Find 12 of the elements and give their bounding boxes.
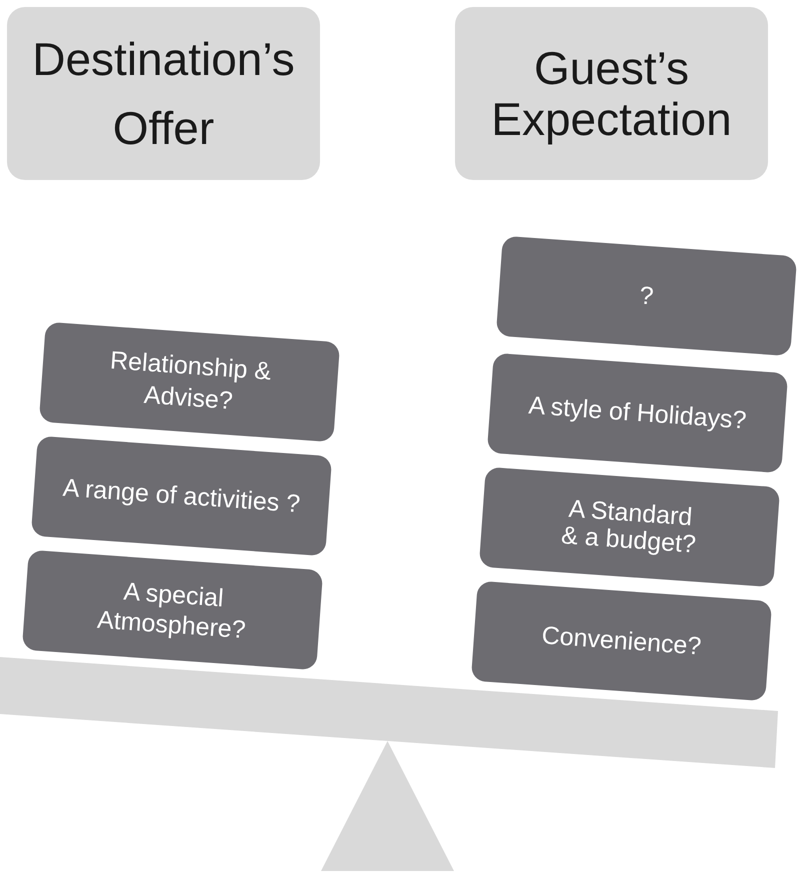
heading-text: Destination’s Offer: [31, 32, 296, 156]
block-label: A range of activities ?: [61, 472, 301, 520]
heading-panel: [455, 7, 768, 180]
block-label: Convenience?: [540, 620, 702, 662]
block-label: A special Atmosphere?: [94, 576, 248, 646]
block-label: A Standard & a budget?: [558, 494, 698, 560]
block-label: A style of Holidays?: [527, 390, 747, 436]
heading-text: Guest’s Expectation: [490, 42, 733, 144]
fulcrum-triangle: [321, 741, 454, 871]
block-label: Relationship & Advise?: [108, 344, 273, 418]
block-label: ?: [638, 280, 654, 312]
heading-panel: [7, 7, 320, 180]
